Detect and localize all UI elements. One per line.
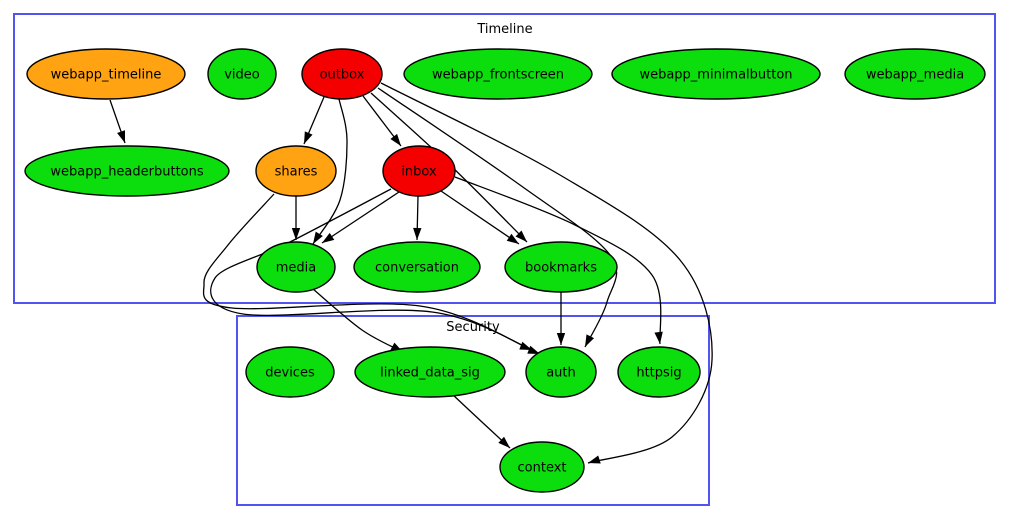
edge-outbox-to-media [312,98,348,245]
arrowhead-icon [654,331,663,344]
node-conversation: conversation [353,241,481,293]
node-webapp_frontscreen: webapp_frontscreen [403,48,593,100]
node-bookmarks: bookmarks [504,241,618,293]
node-webapp_media: webapp_media [844,48,986,100]
edge-webapp_timeline-to-webapp_headerbuttons [109,99,126,144]
arrowhead-icon [515,230,527,242]
node-webapp_minimalbutton: webapp_minimalbutton [611,48,821,100]
edge-shares-to-media [291,196,301,240]
node-video: video [207,48,277,100]
edge-inbox-to-httpsig [454,176,663,345]
edge-line [454,176,662,345]
arrowhead-icon [413,227,422,240]
node-webapp_media-label: webapp_media [866,68,964,83]
node-linked_data_sig-label: linked_data_sig [380,366,480,381]
node-video-label: video [224,68,260,83]
arrowhead-icon [519,341,532,350]
node-webapp_headerbuttons-ellipse [24,145,230,197]
edge-media-to-linked_data_sig [312,288,404,353]
node-webapp_timeline-ellipse [26,48,186,100]
node-outbox: outbox [301,48,383,100]
node-outbox-ellipse [301,48,383,100]
node-webapp_media-ellipse [844,48,986,100]
node-webapp_minimalbutton-label: webapp_minimalbutton [639,68,792,83]
node-auth: auth [525,346,597,398]
node-shares-ellipse [255,145,337,197]
node-outbox-label: outbox [320,68,365,83]
node-devices-label: devices [265,366,315,381]
node-media-ellipse [256,241,336,293]
cluster-security-label: Security [446,320,500,335]
arrowhead-icon [585,334,595,347]
edge-inbox-to-media [321,191,400,244]
edge-line [202,193,533,351]
arrowhead-icon [390,133,401,146]
node-linked_data_sig: linked_data_sig [354,346,506,398]
cluster-security-border [236,315,710,506]
node-webapp_timeline-label: webapp_timeline [51,68,162,83]
arrowhead-icon [588,455,601,464]
edge-outbox-to-shares [303,96,325,145]
node-context-label: context [518,461,567,476]
edge-line [210,188,541,355]
arrowhead-icon [498,436,510,448]
node-webapp_headerbuttons: webapp_headerbuttons [24,145,230,197]
arrowhead-icon [313,231,323,244]
node-shares: shares [255,145,337,197]
edge-outbox-to-context [380,82,713,464]
arrowhead-icon [322,232,335,243]
cluster-timeline-label: Timeline [476,22,532,37]
arrowhead-icon [527,345,540,354]
edge-inbox-to-conversation [413,195,422,241]
arrowhead-icon [117,130,126,143]
node-media: media [256,241,336,293]
edge-outbox-to-auth [377,87,618,348]
node-conversation-ellipse [353,241,481,293]
cluster-timeline-border [13,13,996,304]
edge-bookmarks-to-auth [556,292,566,345]
arrowhead-icon [291,228,301,240]
node-media-label: media [276,261,317,276]
node-webapp_frontscreen-label: webapp_frontscreen [432,68,564,83]
arrowhead-icon [506,233,519,244]
node-context-ellipse [499,441,585,493]
node-httpsig: httpsig [617,346,701,398]
node-video-ellipse [207,48,277,100]
node-inbox: inbox [382,145,456,197]
node-bookmarks-label: bookmarks [525,261,597,276]
edge-inbox-to-auth [210,188,541,355]
edge-outbox-to-inbox [362,95,402,147]
edge-line [312,98,348,245]
edge-linked_data_sig-to-context [451,393,511,449]
node-webapp_minimalbutton-ellipse [611,48,821,100]
arrowhead-icon [556,333,566,345]
node-webapp_headerbuttons-label: webapp_headerbuttons [50,165,204,180]
edge-shares-to-auth [202,193,533,351]
node-linked_data_sig-ellipse [354,346,506,398]
edge-inbox-to-bookmarks [440,190,520,245]
node-context: context [499,441,585,493]
node-auth-ellipse [525,346,597,398]
node-httpsig-label: httpsig [636,366,681,381]
node-webapp_timeline: webapp_timeline [26,48,186,100]
node-devices: devices [245,346,335,398]
edge-line [312,288,404,353]
arrowhead-icon [304,131,313,144]
edge-line [440,190,520,245]
edge-line [321,191,400,244]
edge-line [377,87,618,348]
edge-line [380,82,713,464]
node-auth-label: auth [546,366,576,381]
node-conversation-label: conversation [375,261,459,276]
node-httpsig-ellipse [617,346,701,398]
node-inbox-ellipse [382,145,456,197]
node-bookmarks-ellipse [504,241,618,293]
node-shares-label: shares [275,165,318,180]
node-inbox-label: inbox [401,165,437,180]
node-webapp_frontscreen-ellipse [403,48,593,100]
node-devices-ellipse [245,346,335,398]
